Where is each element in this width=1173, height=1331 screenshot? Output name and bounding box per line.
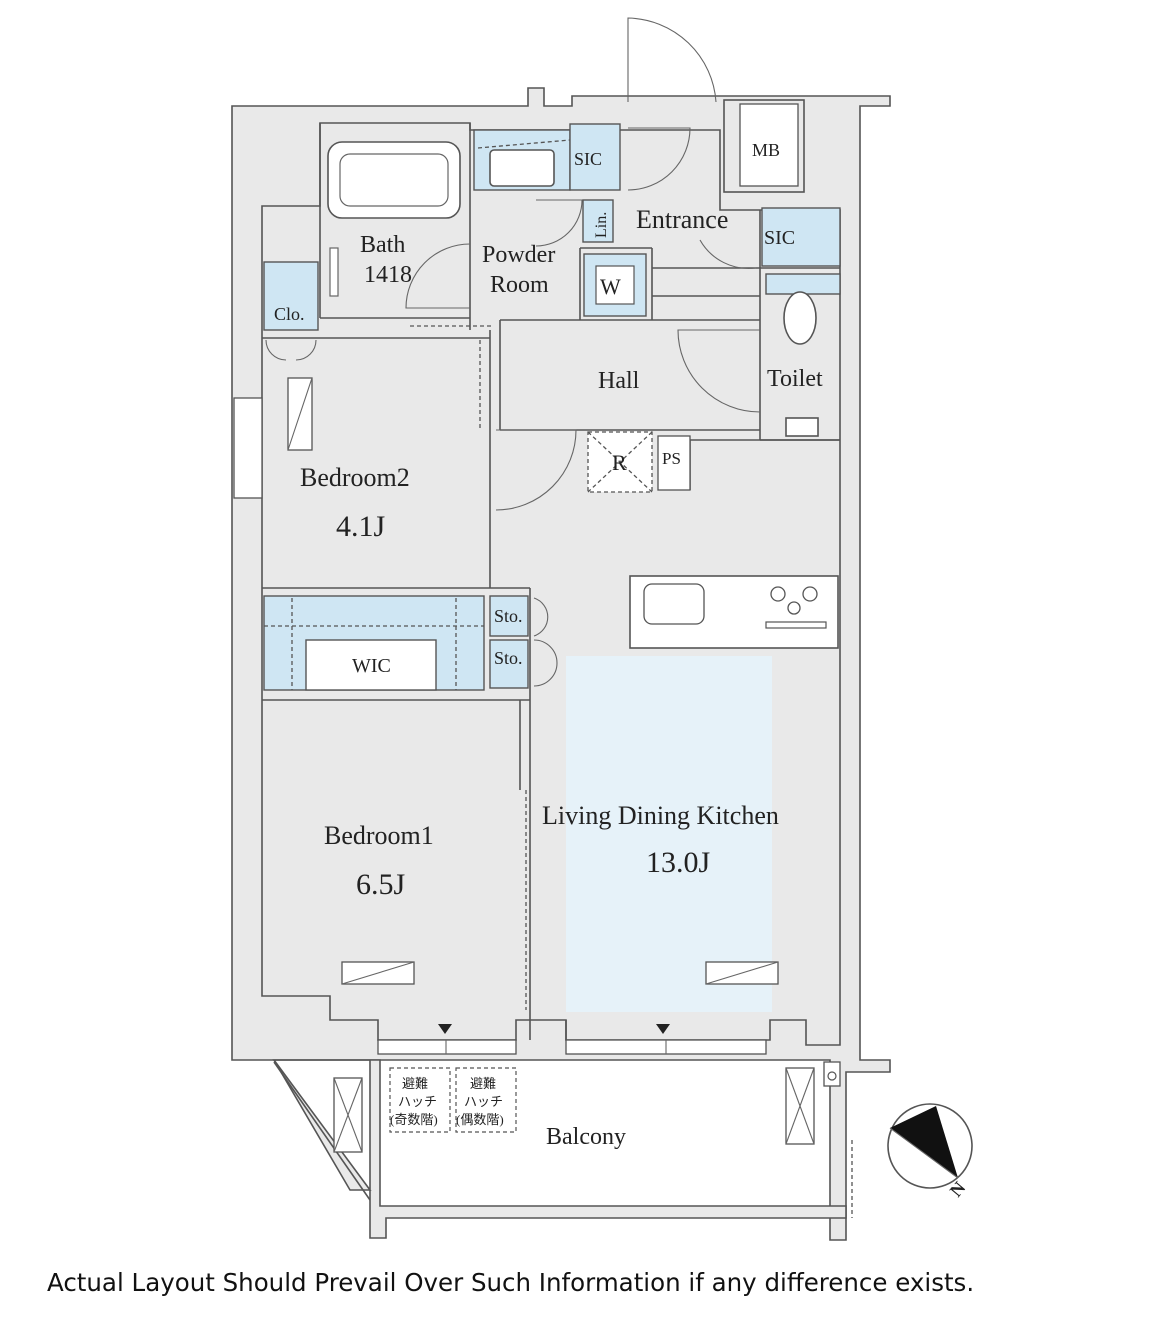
bath-label: Bath — [360, 232, 405, 258]
sto-1 — [489, 595, 529, 637]
sic-top-box — [569, 123, 621, 191]
kitchen-counter — [629, 575, 839, 649]
interior-walls — [262, 123, 840, 1040]
balcony-area — [272, 1059, 853, 1239]
hall-label: Hall — [598, 368, 640, 394]
refrigerator-label: R — [612, 450, 627, 475]
bedroom1-aircon — [341, 961, 415, 985]
entrance-label: Entrance — [636, 205, 728, 234]
vanity-sink — [489, 149, 555, 187]
bedroom2-label: Bedroom2 — [300, 463, 410, 492]
bedroom1-size: 6.5J — [356, 868, 406, 901]
ps-label: PS — [662, 449, 681, 468]
sto-2 — [489, 639, 529, 689]
ldk-size: 13.0J — [646, 846, 711, 879]
powder-room-label: Room — [490, 272, 549, 298]
door-tracks — [410, 325, 527, 1010]
hatch-even-line1: 避難 — [470, 1076, 496, 1091]
sic-top-label: SIC — [574, 149, 602, 169]
sic-right-storage — [761, 207, 841, 267]
refrigerator-space: R — [587, 431, 653, 493]
bedroom2-size: 4.1J — [336, 510, 386, 543]
clo-closet — [263, 261, 319, 331]
ldk-label: Living Dining Kitchen — [542, 801, 779, 830]
mb-label: MB — [752, 140, 780, 160]
powder-label: Powder — [482, 242, 555, 268]
wic-label: WIC — [352, 655, 391, 677]
bedroom2-window — [233, 397, 263, 499]
compass-icon: N — [887, 1103, 973, 1201]
hatch-odd-line2: ハッチ — [398, 1094, 437, 1109]
balcony-sashes — [377, 1024, 767, 1055]
clo-label: Clo. — [274, 304, 305, 324]
bathtub — [327, 141, 461, 297]
floor-plan: MB — [231, 17, 973, 1241]
hatch-odd-line1: 避難 — [402, 1076, 428, 1091]
sto-2-label: Sto. — [494, 648, 523, 668]
toilet-label: Toilet — [767, 366, 823, 392]
ldk-aircon — [705, 961, 779, 985]
evacuation-hatch-odd: 避難 ハッチ (奇数階) — [389, 1067, 451, 1133]
hatch-even-line2: ハッチ — [464, 1094, 503, 1109]
balcony-label: Balcony — [546, 1124, 626, 1150]
evacuation-hatch-even: 避難 ハッチ (偶数階) — [455, 1067, 517, 1133]
wic-interior — [264, 598, 484, 691]
hatch-odd-line3: (奇数階) — [390, 1112, 438, 1127]
washer-label: W — [600, 274, 621, 299]
sto-1-label: Sto. — [494, 606, 523, 626]
bath-size: 1418 — [364, 262, 412, 288]
hatch-even-line3: (偶数階) — [456, 1112, 504, 1127]
washer-pan: W — [583, 253, 647, 317]
toilet-fixture — [783, 291, 819, 437]
mb-closet: MB — [723, 99, 805, 193]
pipe-space: PS — [657, 435, 691, 491]
linen-label: Lin. — [593, 212, 610, 238]
ldk-highlight — [566, 656, 772, 1012]
sic-right-label: SIC — [764, 227, 795, 249]
bedroom2-aircon — [287, 377, 313, 451]
toilet-shelf — [765, 273, 841, 295]
disclaimer-text: Actual Layout Should Prevail Over Such I… — [47, 1268, 975, 1297]
linen-closet — [582, 199, 614, 243]
bedroom1-label: Bedroom1 — [324, 821, 434, 850]
doors — [265, 17, 761, 687]
